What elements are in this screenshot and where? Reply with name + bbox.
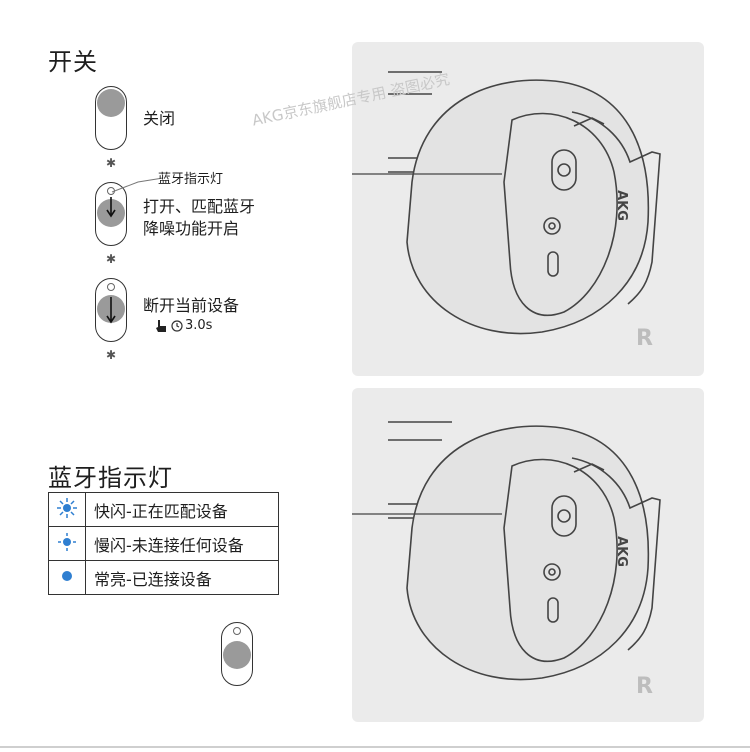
hand-press-icon [156,320,166,332]
legend-row: 慢闪-未连接任何设备 [48,526,279,561]
state-on-label-line2: 降噪功能开启 [143,219,240,238]
legend-text: 慢闪-未连接任何设备 [85,526,279,561]
side-label-bottom: R [636,674,653,699]
headphone-illustration-top [352,71,661,335]
power-section-title: 开关 [48,48,98,76]
indicator-light-dot [233,627,241,635]
legend-text: 快闪-正在匹配设备 [85,492,279,527]
slow-blink-icon [58,532,76,551]
clock-icon [171,320,183,332]
solid-light-icon [62,570,72,581]
indicator-light-dot [107,283,115,291]
brand-logo-bottom: AKG [613,536,629,567]
state-disconnect-label: 断开当前设备 [143,296,240,315]
fast-blink-icon [57,497,77,518]
bluetooth-icon: ✱ [105,252,117,266]
switch-knob [223,641,251,669]
brand-logo-top: AKG [613,190,629,221]
switch-knob [97,89,125,117]
legend-title: 蓝牙指示灯 [48,464,173,492]
arrow-down-icon [106,197,116,218]
indicator-legend-table: 快闪-正在匹配设备 慢闪-未连接任何设备 常亮-已连接设备 [48,492,279,595]
state-on-label-line1: 打开、匹配蓝牙 [143,197,256,216]
state-off-label: 关闭 [143,109,176,128]
legend-row: 快闪-正在匹配设备 [48,492,279,527]
legend-icon-cell [48,526,86,561]
legend-row: 常亮-已连接设备 [48,560,279,595]
switch-state-disconnect [95,278,127,342]
bottom-divider [0,746,750,748]
indicator-pointer-line [111,177,164,193]
legend-text: 常亮-已连接设备 [85,560,279,595]
hold-time: 3.0s [185,318,213,333]
side-label-top: R [636,326,653,351]
indicator-label: 蓝牙指示灯 [158,172,224,187]
switch-standalone [221,622,253,686]
arrow-down-icon [106,297,116,324]
legend-icon-cell [48,492,86,527]
headphone-illustration-bottom [352,421,661,681]
bluetooth-icon: ✱ [105,156,117,170]
legend-icon-cell [48,560,86,595]
bluetooth-icon: ✱ [105,348,117,362]
switch-state-off [95,86,127,150]
